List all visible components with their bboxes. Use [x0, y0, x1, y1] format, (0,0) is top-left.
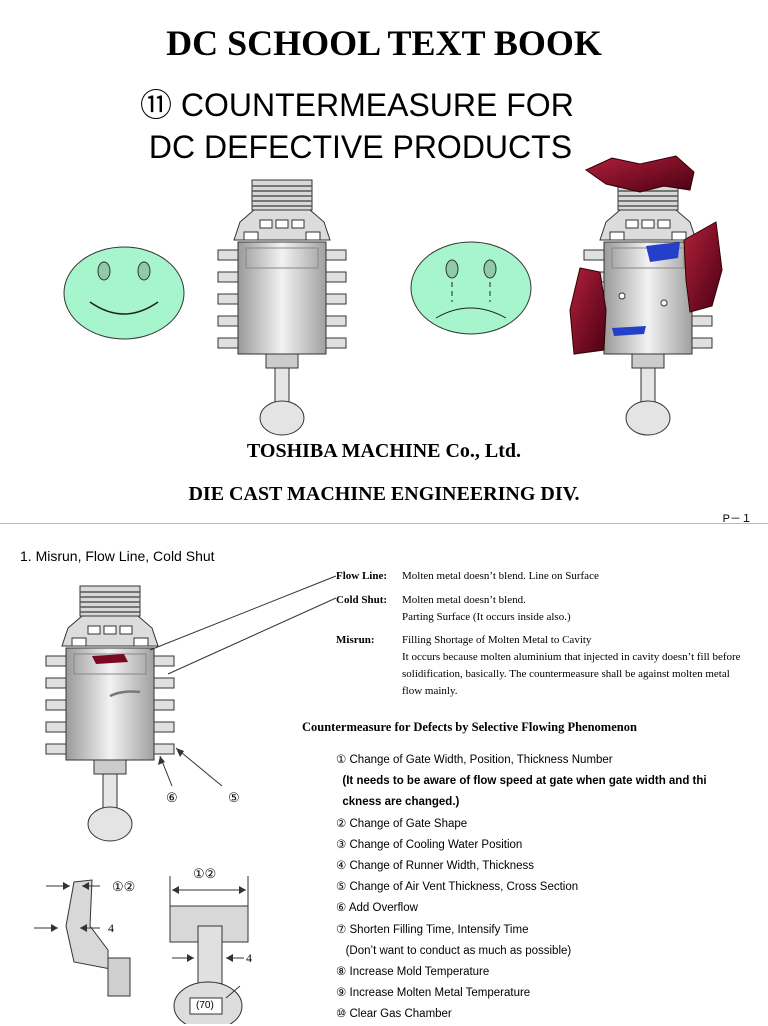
- cold-shut-leader: [167, 597, 337, 675]
- gate-label-right-top: ①②: [193, 866, 217, 881]
- defect-diagram: [45, 575, 337, 842]
- sad-face-icon: [410, 241, 532, 335]
- cold-shut-defect-mark: [109, 690, 141, 698]
- countermeasure-list: ① Change of Gate Width, Position, Thickn…: [336, 750, 761, 1026]
- countermeasure-item: ⑦ Shorten Filling Time, Intensify Time: [336, 923, 529, 936]
- countermeasure-item: (It needs to be aware of flow speed at g…: [336, 775, 707, 788]
- gate-shape-diagram: [34, 876, 249, 1024]
- defective-casting-icon: [569, 155, 723, 436]
- gate-label-right-side: 4: [246, 951, 252, 965]
- page-divider: [0, 523, 768, 524]
- page-number: P－１: [722, 513, 752, 525]
- callout-overflow: ⑥: [166, 790, 178, 805]
- countermeasure-item: (Don’t want to conduct as much as possib…: [336, 944, 572, 957]
- gate-label-left-side: 4: [108, 921, 114, 935]
- happy-face-icon: [63, 246, 185, 340]
- countermeasure-item: ⑥ Add Overflow: [336, 902, 418, 915]
- countermeasure-title: Countermeasure for Defects by Selective …: [302, 720, 637, 734]
- countermeasure-item: ⑧ Increase Mold Temperature: [336, 966, 490, 979]
- countermeasure-item: ⑨ Increase Molten Metal Temperature: [336, 987, 531, 1000]
- air-vent-pointer: [175, 747, 223, 787]
- page-title: DC SCHOOL TEXT BOOK: [166, 23, 602, 63]
- flow-line-defect-mark: [92, 654, 128, 664]
- cover-illustration: [63, 155, 723, 436]
- countermeasure-item: ③ Change of Cooling Water Position: [336, 838, 523, 851]
- company-name: TOSHIBA MACHINE Co., Ltd.: [246, 440, 522, 462]
- callout-air-vent: ⑤: [228, 790, 240, 805]
- section-title: 1. Misrun, Flow Line, Cold Shut: [20, 548, 215, 564]
- countermeasure-item: ② Change of Gate Shape: [336, 817, 468, 830]
- countermeasure-item: ⑩ Clear Gas Chamber: [336, 1008, 452, 1021]
- good-casting-icon: [217, 179, 347, 436]
- flow-line-leader: [149, 575, 337, 651]
- gate-dimension-label: (70): [196, 1000, 214, 1011]
- countermeasure-item: ckness are changed.): [336, 796, 460, 809]
- gate-label-left-top: ①②: [112, 879, 136, 894]
- division-name: DIE CAST MACHINE ENGINEERING DIV.: [188, 483, 580, 505]
- page-subtitle: ⑪ COUNTERMEASURE FOR DC DEFECTIVE PRODUC…: [140, 87, 574, 165]
- countermeasure-item: ④ Change of Runner Width, Thickness: [336, 860, 535, 873]
- countermeasure-item: ① Change of Gate Width, Position, Thickn…: [336, 754, 613, 766]
- countermeasure-item: ⑤ Change of Air Vent Thickness, Cross Se…: [336, 881, 579, 894]
